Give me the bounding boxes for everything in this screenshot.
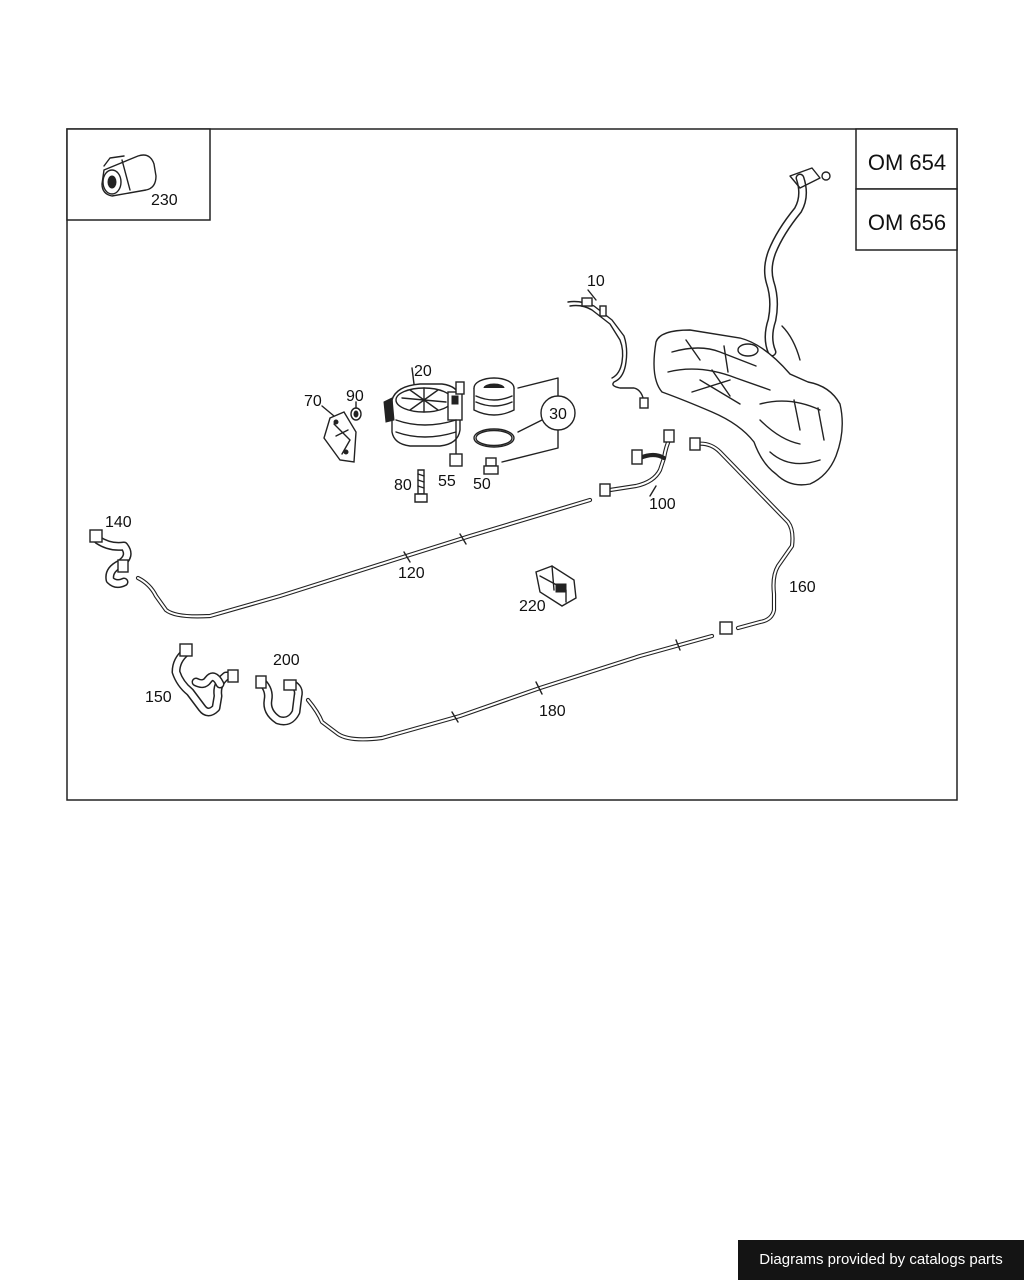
diagram-frame bbox=[66, 128, 958, 801]
part-150-hose[interactable] bbox=[171, 643, 239, 717]
part-230-bushing[interactable] bbox=[101, 154, 157, 197]
label-20: 20 bbox=[414, 363, 432, 380]
part-20-fuel-filter-housing[interactable] bbox=[383, 367, 465, 447]
label-50: 50 bbox=[473, 476, 491, 493]
part-10-line[interactable] bbox=[567, 289, 649, 409]
label-150: 150 bbox=[145, 689, 172, 706]
variant-om656: OM 656 bbox=[868, 210, 946, 235]
part-55-sensor[interactable] bbox=[449, 419, 463, 467]
label-220: 220 bbox=[519, 598, 546, 615]
part-30-bracket bbox=[501, 377, 576, 463]
part-100-fuel-line[interactable] bbox=[599, 429, 675, 497]
part-120-fuel-line[interactable] bbox=[135, 497, 593, 619]
label-140: 140 bbox=[105, 514, 132, 531]
part-90-nut[interactable] bbox=[350, 401, 362, 421]
variant-om654: OM 654 bbox=[868, 150, 946, 175]
part-30-filter-element[interactable] bbox=[473, 377, 515, 448]
label-180: 180 bbox=[539, 703, 566, 720]
label-55: 55 bbox=[438, 473, 456, 490]
credit-banner: Diagrams provided by catalogs parts bbox=[738, 1240, 1024, 1280]
part-200-hose[interactable] bbox=[255, 675, 303, 726]
label-30: 30 bbox=[549, 406, 567, 423]
label-70: 70 bbox=[304, 393, 322, 410]
label-160: 160 bbox=[789, 579, 816, 596]
part-220-connector[interactable] bbox=[535, 565, 577, 607]
part-50-drain-plug[interactable] bbox=[483, 457, 499, 475]
label-100: 100 bbox=[649, 496, 676, 513]
variant-box-2 bbox=[855, 188, 958, 251]
part-160-fuel-line[interactable] bbox=[689, 437, 795, 635]
label-230: 230 bbox=[151, 192, 178, 209]
part-180-fuel-line[interactable] bbox=[305, 633, 715, 742]
label-120: 120 bbox=[398, 565, 425, 582]
fuel-tank-assembly[interactable] bbox=[653, 167, 843, 486]
inset-box-230 bbox=[66, 128, 211, 221]
label-200: 200 bbox=[273, 652, 300, 669]
part-140-hose[interactable] bbox=[89, 529, 132, 589]
label-90: 90 bbox=[346, 388, 364, 405]
part-70-mounting-plate[interactable] bbox=[321, 405, 357, 463]
label-80: 80 bbox=[394, 477, 412, 494]
part-80-bolt[interactable] bbox=[414, 469, 428, 503]
label-10: 10 bbox=[587, 273, 605, 290]
